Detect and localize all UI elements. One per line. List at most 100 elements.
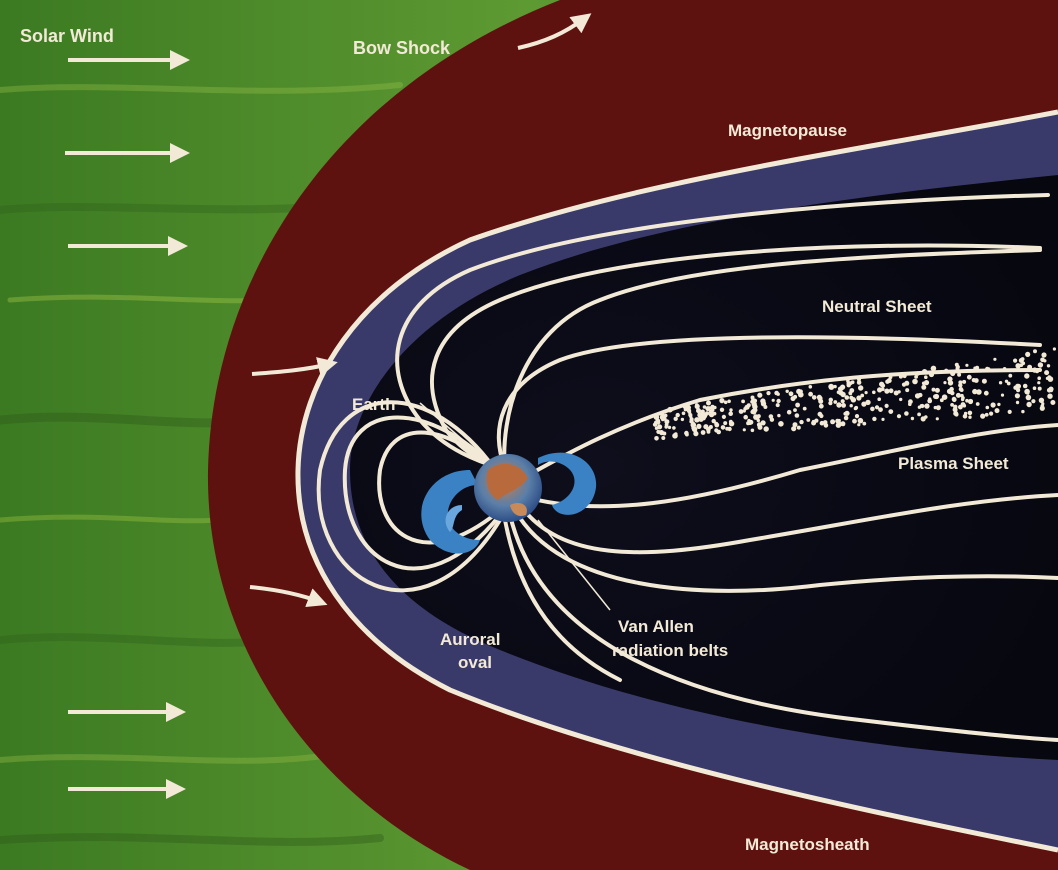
plasma-dot: [1024, 373, 1029, 378]
plasma-dot: [846, 379, 850, 383]
plasma-dot: [657, 424, 662, 429]
plasma-dot: [980, 414, 985, 419]
plasma-dot: [786, 390, 789, 393]
plasma-dot: [1040, 358, 1045, 363]
plasma-dot: [964, 412, 967, 415]
plasma-dot: [950, 371, 955, 376]
plasma-dot: [1016, 384, 1021, 389]
plasma-dot: [974, 378, 979, 383]
plasma-dot: [777, 414, 780, 417]
plasma-dot: [797, 426, 801, 430]
solar-wind-label: Solar Wind: [20, 26, 114, 46]
plasma-dot: [899, 375, 903, 379]
plasma-dot: [849, 396, 853, 400]
plasma-dot: [993, 358, 996, 361]
plasma-dot: [1053, 347, 1056, 350]
plasma-dot: [728, 411, 733, 416]
plasma-dot: [654, 421, 658, 425]
plasma-dot: [999, 381, 1002, 384]
plasma-dot: [824, 423, 829, 428]
plasma-dot: [1037, 381, 1040, 384]
plasma-dot: [967, 375, 972, 380]
plasma-dot: [912, 379, 918, 385]
plasma-dot: [933, 394, 938, 399]
plasma-dot: [667, 407, 673, 413]
plasma-dot: [858, 418, 864, 424]
plasma-dot: [661, 418, 665, 422]
plasma-dot: [661, 436, 665, 440]
plasma-sheet-label: Plasma Sheet: [898, 454, 1009, 473]
plasma-dot: [844, 411, 849, 416]
plasma-dot: [761, 401, 766, 406]
plasma-dot: [722, 415, 726, 419]
plasma-dot: [885, 404, 889, 408]
earth-globe: [474, 454, 542, 522]
plasma-dot: [840, 422, 844, 426]
plasma-dot: [911, 417, 914, 420]
plasma-dot: [1044, 370, 1049, 375]
plasma-dot: [872, 417, 876, 421]
plasma-dot: [714, 422, 718, 426]
plasma-dot: [1038, 362, 1043, 367]
plasma-dot: [727, 427, 731, 431]
plasma-dot: [793, 422, 798, 427]
plasma-dot: [860, 394, 864, 398]
plasma-dot: [991, 402, 996, 407]
plasma-dot: [932, 388, 936, 392]
plasma-dot: [739, 409, 744, 414]
plasma-dot: [682, 412, 686, 416]
plasma-dot: [849, 392, 852, 395]
plasma-dot: [1047, 394, 1052, 399]
plasma-dot: [839, 386, 844, 391]
plasma-dot: [751, 409, 755, 413]
plasma-dot: [857, 377, 861, 381]
plasma-dot: [845, 395, 850, 400]
auroral-oval-label-line1: Auroral: [440, 630, 500, 649]
plasma-dot: [1013, 359, 1017, 363]
plasma-dot: [752, 404, 757, 409]
plasma-dot: [881, 388, 885, 392]
plasma-dot: [1016, 401, 1019, 404]
plasma-dot: [962, 380, 966, 384]
plasma-dot: [654, 415, 659, 420]
plasma-dot: [668, 426, 671, 429]
plasma-dot: [903, 374, 907, 378]
plasma-dot: [729, 408, 732, 411]
plasma-dot: [776, 399, 780, 403]
plasma-dot: [793, 408, 797, 412]
plasma-dot: [747, 403, 751, 407]
plasma-dot: [1012, 369, 1015, 372]
plasma-dot: [766, 391, 770, 395]
plasma-dot: [1008, 374, 1012, 378]
plasma-dot: [819, 404, 824, 409]
plasma-dot: [956, 393, 961, 398]
plasma-dot: [881, 418, 884, 421]
plasma-dot: [1021, 410, 1024, 413]
plasma-dot: [664, 419, 669, 424]
plasma-dot: [862, 422, 866, 426]
plasma-dot: [975, 366, 979, 370]
plasma-dot: [764, 426, 769, 431]
plasma-dot: [852, 419, 857, 424]
plasma-dot: [997, 403, 1000, 406]
plasma-dot: [872, 391, 876, 395]
plasma-dot: [672, 426, 676, 430]
magnetosheath-label: Magnetosheath: [745, 835, 870, 854]
plasma-dot: [714, 428, 718, 432]
plasma-dot: [879, 382, 884, 387]
plasma-dot: [1026, 392, 1029, 395]
plasma-dot: [729, 420, 733, 424]
plasma-dot: [777, 393, 780, 396]
plasma-dot: [799, 420, 803, 424]
plasma-dot: [809, 385, 813, 389]
plasma-dot: [927, 399, 932, 404]
plasma-dot: [968, 416, 971, 419]
plasma-dot: [1025, 352, 1030, 357]
plasma-dot: [769, 414, 774, 419]
plasma-dot: [989, 412, 993, 416]
plasma-dot: [1033, 349, 1037, 353]
plasma-dot: [921, 385, 926, 390]
plasma-dot: [855, 414, 859, 418]
plasma-dot: [1019, 363, 1023, 367]
plasma-dot: [1027, 365, 1032, 370]
